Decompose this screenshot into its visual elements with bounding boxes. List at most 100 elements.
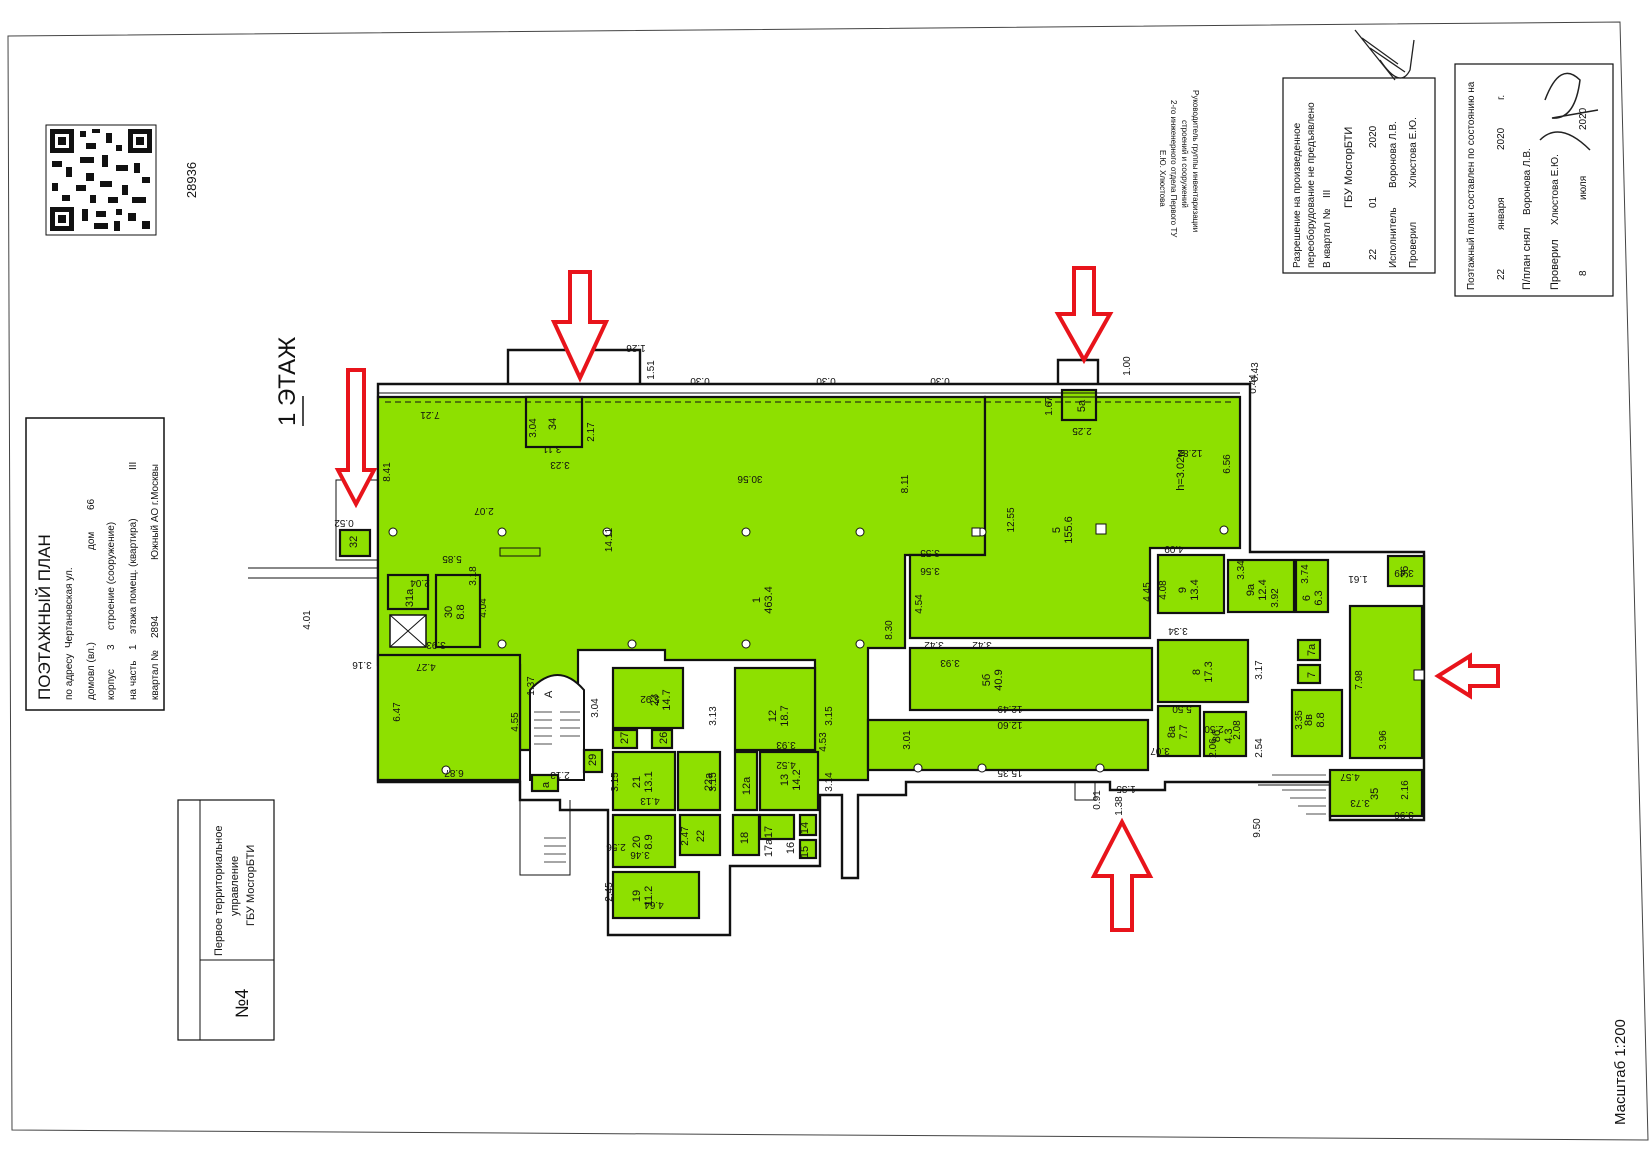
room-1-left [376,653,522,782]
room-20-area: 8.9 [643,834,655,849]
dimension-label: 4.54 [914,594,925,614]
room-5-number: 5 [1051,527,1063,533]
dimension-label: 1.67 [1044,396,1055,416]
dimension-label: 3.49 [1394,567,1414,578]
address-stamp: ПОЭТАЖНЫЙ ПЛАН по адресу Чертановская ул… [25,417,165,711]
dimension-label: 3.74 [1300,564,1311,584]
dimension-label: 4.09 [1164,543,1184,554]
dimension-label: 3.04 [528,418,539,438]
elevator-cross-icon [389,614,427,648]
permission-date-year: 2020 [1368,125,1379,148]
room-a-number: а [540,781,552,788]
dimension-label: 12.60 [997,719,1022,730]
room-17 [758,813,796,841]
stairwell [529,674,585,781]
qr-code-icon [45,124,157,236]
plan-state-checked-label: Проверил [1549,239,1561,290]
permission-date-day: 22 [1368,248,1379,260]
room-17a-number: 17а [763,838,775,857]
room-8v [1290,688,1344,758]
dimension-label: 5.92 [640,693,660,704]
dimension-label: 2.07 [474,505,494,516]
head-note-line1: Руководитель группы инвентаризации [1191,90,1200,232]
arrow-left-right-icon [1434,652,1500,700]
room-1-number: 1 [751,597,763,603]
dimension-label: 4.55 [510,712,521,732]
room-5b [908,646,1154,712]
stamp-stroenie-label: строение (сооружение) [106,522,117,630]
arrow-up-bottom-icon [1090,817,1154,932]
dimension-label: 3.92 [1270,588,1281,608]
office-stamp: Первое территориальное управление ГБУ Мо… [177,799,275,1041]
permission-value: III [1322,190,1333,198]
room-9a [1226,558,1296,614]
permission-executor: Воронова Л.В. [1388,121,1399,188]
office-line2: управление [229,856,241,916]
room-A-number: А [543,690,555,698]
dimension-label: 2.50 [1204,723,1224,734]
room-6-area: 6.3 [1313,590,1325,605]
dimension-label: 2.16 [1400,780,1411,800]
room-14-number: 14 [799,822,811,834]
floor-title: 1 ЭТАЖ [274,337,304,426]
stamp-district: Южный АО г.Москвы [150,464,161,560]
stamp-house-label: домовл (вл.) [86,642,97,700]
room-23-number: 23 [649,694,661,706]
dimension-label: 5.50 [1172,703,1192,714]
room-35-number: 35 [1369,788,1381,800]
dimension-label: 2.13 [550,769,570,780]
dimension-label: 3.18 [468,566,479,586]
dimension-label: 3.15 [824,706,835,726]
room-9a-number: 9а [1245,583,1257,596]
dimension-label: 3.93 [426,639,446,650]
room-12a-number: 12а [741,776,753,795]
room-19-number: 19 [631,890,643,902]
dimension-label: 4.52 [776,759,796,770]
dimension-label: 3.34 [1168,625,1188,636]
dimension-label: 9.50 [1252,818,1263,838]
room-1-area: 463.4 [763,586,775,614]
room-16-number: 16 [785,842,797,854]
room-29-number: 29 [587,754,599,766]
room-32 [338,528,372,558]
room-21 [611,750,677,812]
room-9a-area: 12.4 [1257,579,1269,600]
room-19-area: 11.2 [643,886,655,907]
left-ramp-lines [248,567,378,579]
room-7-number: 7 [1306,672,1318,678]
room-23 [611,666,685,730]
dimension-label: 4.08 [1158,580,1169,600]
room-8b-area: 4.3 [1223,728,1235,743]
room-8a-number: 8а [1166,725,1178,738]
dimension-label: 3.96 [1378,730,1389,750]
dimension-label: 1.00 [1122,356,1133,376]
plan-state-year: 2020 [1496,127,1507,150]
arrow-down-left-icon [334,368,378,509]
dimension-label: 2.56 [606,841,626,852]
top-small-niche [499,547,541,557]
stair-steps-icon [534,711,580,745]
room-height: h=3.02м [1175,449,1187,491]
dimension-label: 1.61 [1348,573,1368,584]
permission-checker: Хлюстова Е.Ю. [1408,117,1419,188]
room-12a [733,750,759,812]
room-7a-number: 7а [1306,643,1318,656]
dimension-label: 4.13 [640,795,660,806]
room-14 [798,813,818,837]
room-27-number: 27 [619,732,631,744]
room-5a [1060,388,1098,422]
room-15 [798,838,818,860]
dimension-label: 12.82 [1177,447,1202,458]
dimension-label: 2.04 [410,577,430,588]
outer-wall [376,382,1426,937]
room-22a-number: 22а [703,772,715,791]
room-8a-area: 7.7 [1178,724,1190,739]
dimension-label: 6.87 [444,767,464,778]
stamp-floor-value: III [128,462,139,470]
dimension-label: 1.51 [646,360,657,380]
top-wall-inner [378,392,1240,398]
dimension-label: 3.34 [1236,560,1247,580]
plan-state-removed-label: П/план снял [1521,227,1533,290]
